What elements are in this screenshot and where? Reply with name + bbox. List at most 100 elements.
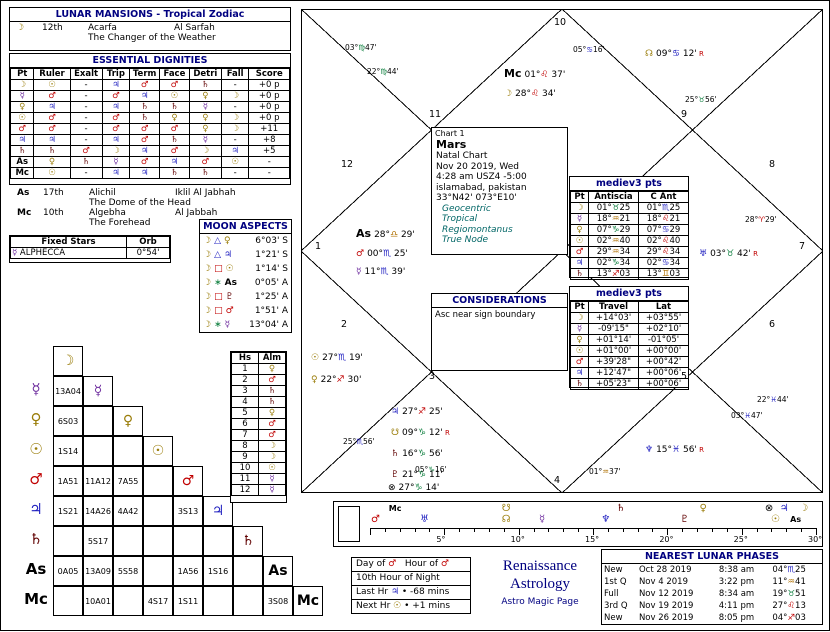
ruler-tick-label: 5°	[436, 535, 446, 544]
angle-label: As	[224, 278, 237, 288]
planet-glyph: ♀	[202, 91, 209, 101]
house-number: 1	[315, 241, 322, 252]
ruler-planet-glyph: ♆	[601, 514, 611, 525]
sign-glyph: ♏	[383, 249, 392, 259]
almuten-row: 5♀	[231, 407, 286, 419]
mansion-arabic: Al Sarfah	[174, 23, 215, 33]
phase-time: 3:22 pm	[718, 577, 755, 587]
house-number-cell: 10	[231, 462, 259, 474]
cusp-deg: 22°	[757, 395, 771, 404]
day-hour-row: 10th Hour of Night	[352, 572, 470, 586]
planet-glyph: ♃	[231, 146, 239, 156]
house-number: 2	[341, 319, 348, 330]
planet-glyph: ☽	[16, 23, 25, 33]
almuten-row: 1♀	[231, 363, 286, 375]
mediev2-row: ♂+39'28"+00°42'	[570, 356, 689, 368]
day-hour-text: Last Hr	[356, 587, 391, 597]
aspect-grid-cell	[83, 406, 113, 436]
point-min: 14'	[422, 483, 440, 493]
almuten-row: 12☿	[231, 484, 286, 496]
aspect-grid-cell: 1S21	[53, 496, 83, 526]
aspect-grid-cell	[203, 586, 233, 616]
planet-glyph: ♂	[268, 375, 276, 385]
travel-value: +01°00'	[588, 345, 639, 357]
dignity-cell: ☽	[220, 123, 250, 135]
phase-time: 8:34 am	[718, 589, 755, 599]
dignity-cell: -	[69, 79, 103, 91]
dignity-cell: ♂	[101, 112, 131, 124]
dignity-cell: -	[220, 167, 250, 179]
text: 03	[669, 269, 681, 279]
planet-glyph: ♂	[48, 124, 56, 134]
aspect-grid-cell	[53, 586, 83, 616]
dignity-score: +0 p	[248, 90, 290, 102]
text: 11°	[772, 577, 788, 587]
mediev-pt: ☉	[570, 235, 589, 247]
moon-aspect-row: ☽□♇1°25' A	[200, 290, 291, 304]
mediev-pt: ♃	[570, 367, 589, 379]
planet-glyph: ♀	[171, 113, 178, 123]
sign-glyph: ♊	[661, 269, 670, 279]
ruler-tick	[533, 528, 535, 532]
dignity-cell: ♃	[33, 134, 71, 146]
planet-glyph: ☽	[231, 124, 239, 134]
planet-glyph: ♂	[112, 113, 120, 123]
phase-date: Nov 12 2019	[638, 589, 694, 599]
house-number: 5	[681, 371, 688, 382]
sign-glyph: ♋	[586, 45, 594, 54]
aspect-grid-cell	[113, 586, 143, 616]
planet-glyph: ♂	[440, 559, 449, 569]
dignity-cell: ♃	[129, 167, 161, 179]
text: 34	[619, 247, 631, 257]
dignity-cell: ♂	[33, 90, 71, 102]
dignity-score: -	[248, 167, 290, 179]
planet-glyph: ☿	[31, 380, 41, 398]
phase-time: 4:11 pm	[718, 601, 755, 611]
phase-position: 19°♉51	[756, 588, 822, 600]
ruler-tick-label: 10°	[510, 535, 525, 544]
sign-glyph: ♑	[428, 465, 436, 474]
dignity-pt: As	[9, 156, 35, 168]
aspect-grid-diagonal-cell: ♄	[233, 526, 263, 556]
mansion-meaning: The Forehead	[89, 218, 151, 228]
almuten-row: 3♄	[231, 385, 286, 397]
planet-glyph: ♂	[140, 157, 149, 167]
cusp-min: 44'	[387, 67, 399, 76]
point-deg: 28°	[374, 230, 391, 240]
aspect-grid-cell: 1S11	[173, 586, 203, 616]
mansion-name: Alichil	[89, 188, 116, 198]
antiscia-value: 29°♒34	[588, 246, 639, 258]
planet-glyph: ☿	[356, 267, 362, 277]
dignity-cell: ♄	[159, 101, 190, 113]
mediev1-header: C Ant	[638, 191, 689, 203]
dignity-cell: ♂	[188, 156, 222, 168]
point-deg: 15°	[656, 445, 673, 455]
mediev2-row: ♄+05'23"+00°06'	[570, 378, 689, 390]
planet-glyph: ☊	[645, 49, 653, 59]
mediev-pt: ☿	[570, 323, 589, 335]
sign-glyph: ♑	[418, 470, 427, 480]
dignity-cell: ♀	[159, 112, 190, 124]
aspect-grid-cell: 10A01	[83, 586, 113, 616]
planet-glyph: ☉	[29, 440, 43, 458]
cusp-min: 29'	[765, 215, 777, 224]
almuten-planet: ♂	[258, 418, 286, 430]
planet-glyph: ☽	[203, 292, 212, 302]
mediev-pt: ♀	[570, 334, 589, 346]
planet-glyph: ♂	[225, 306, 234, 316]
ruler-tick-label: 30°	[808, 535, 823, 544]
cusp-min: 16'	[593, 45, 605, 54]
dignity-score: +0 p	[248, 112, 290, 124]
planet-glyph: ☉	[151, 443, 165, 459]
dignity-cell: ♀	[188, 112, 222, 124]
ruler-tick	[667, 528, 669, 535]
almuten-row: 2♂	[231, 374, 286, 386]
phase-name: 3rd Q	[604, 601, 628, 611]
dignity-score: -	[248, 156, 290, 168]
sign-glyph: ♑	[418, 449, 427, 459]
